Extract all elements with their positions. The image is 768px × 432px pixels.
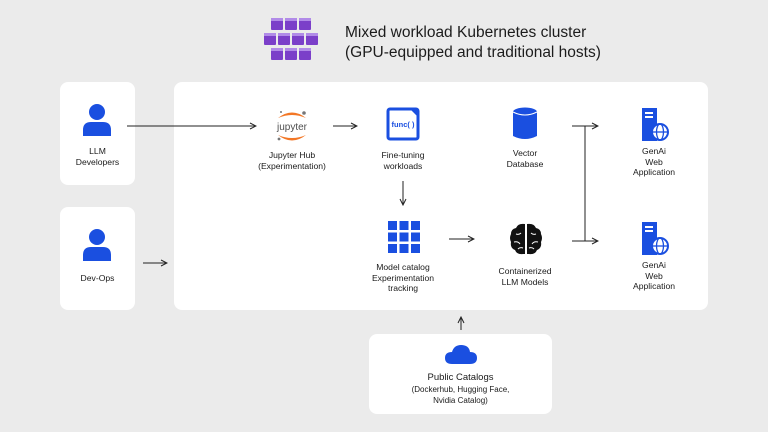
title-line-2: (GPU-equipped and traditional hosts)	[345, 44, 601, 61]
public-catalogs-sources: (Dockerhub, Hugging Face, Nvidia Catalog…	[411, 385, 510, 405]
diagram-title: Mixed workload Kubernetes cluster (GPU-e…	[345, 23, 601, 63]
finetuning-label: Fine-tuning workloads	[381, 150, 425, 171]
title-line-1: Mixed workload Kubernetes cluster	[345, 24, 587, 41]
server-globe-icon	[640, 221, 670, 257]
genai-bottom-label: GenAi Web Application	[632, 260, 676, 291]
llm-models-label: Containerized LLM Models	[498, 266, 552, 287]
jupyter-logo-icon: jupyter	[271, 108, 313, 144]
llm-developers-person-icon	[81, 103, 113, 137]
brain-icon	[508, 221, 544, 257]
vector-database-label: Vector Database	[506, 148, 544, 169]
cloud-icon	[444, 343, 478, 365]
genai-top-label: GenAi Web Application	[632, 146, 676, 177]
database-icon	[511, 106, 539, 142]
jupyter-logo-text: jupyter	[276, 122, 308, 133]
function-document-icon: func( )	[386, 107, 420, 141]
model-catalog-label: Model catalog Experimentation tracking	[371, 262, 435, 293]
public-catalogs-title: Public Catalogs	[427, 372, 494, 383]
devops-person-icon	[81, 228, 113, 262]
kubernetes-cluster-panel	[174, 82, 708, 310]
kubernetes-cubes-icon	[262, 16, 320, 66]
llm-developers-label: LLM Developers	[75, 146, 120, 167]
function-icon-text: func( )	[392, 120, 415, 129]
jupyter-hub-label: Jupyter Hub (Experimentation)	[258, 150, 326, 171]
devops-label: Dev-Ops	[80, 273, 115, 283]
grid-icon	[387, 220, 421, 254]
server-globe-icon	[640, 107, 670, 143]
